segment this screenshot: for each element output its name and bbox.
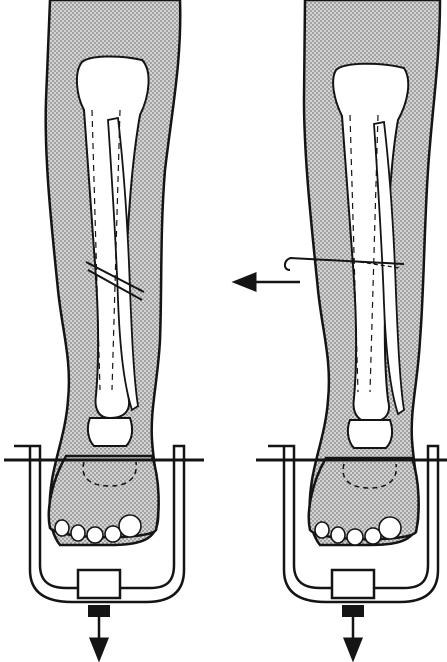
right-pull-hook xyxy=(285,258,292,270)
right-talus xyxy=(348,420,392,448)
left-screw-block xyxy=(78,570,120,598)
left-talus xyxy=(88,418,132,446)
left-panel xyxy=(4,0,204,650)
right-screw-block xyxy=(332,570,374,598)
left-screw-knob xyxy=(88,605,110,617)
right-panel xyxy=(244,0,447,650)
right-screw-knob xyxy=(342,605,364,617)
